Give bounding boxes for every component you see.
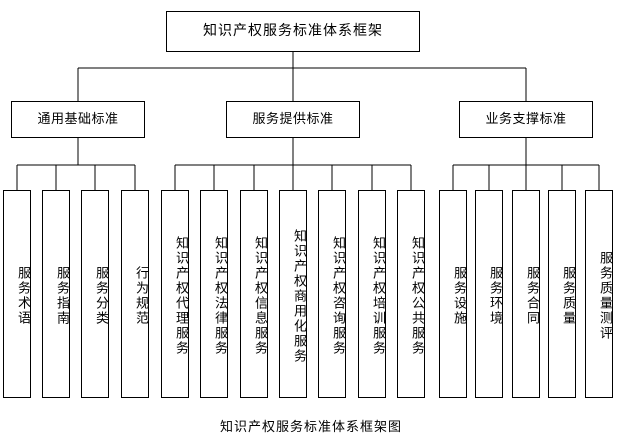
node-leaf-label: 知识产权公共服务 (409, 236, 424, 356)
node-leaf-ip-training-service[interactable]: 知识产权培训服务 (358, 190, 386, 398)
node-leaf-label: 服务分类 (93, 266, 108, 326)
node-branch-label: 业务支撑标准 (485, 111, 567, 127)
node-leaf-ip-information-service[interactable]: 知识产权信息服务 (240, 190, 268, 398)
node-leaf-label: 行为规范 (133, 266, 148, 326)
node-leaf-label: 知识产权培训服务 (370, 236, 385, 356)
node-leaf-ip-public-service[interactable]: 知识产权公共服务 (397, 190, 425, 398)
node-leaf-label: 服务环境 (487, 266, 502, 326)
node-leaf-service-classification[interactable]: 服务分类 (81, 190, 109, 398)
node-leaf-service-contract[interactable]: 服务合同 (512, 190, 540, 398)
node-leaf-label: 服务质量测评 (597, 251, 612, 341)
node-leaf-label: 知识产权咨询服务 (330, 236, 345, 356)
node-leaf-label: 知识产权商用化服务 (291, 228, 306, 364)
node-leaf-service-facility[interactable]: 服务设施 (439, 190, 467, 398)
node-branch-business-support[interactable]: 业务支撑标准 (459, 101, 593, 138)
node-leaf-label: 服务合同 (524, 266, 539, 326)
node-leaf-code-of-conduct[interactable]: 行为规范 (121, 190, 149, 398)
node-root-label: 知识产权服务标准体系框架 (203, 23, 383, 40)
node-leaf-ip-consulting-service[interactable]: 知识产权咨询服务 (318, 190, 346, 398)
node-leaf-label: 服务指南 (54, 266, 69, 326)
node-leaf-label: 服务设施 (451, 266, 466, 326)
node-leaf-ip-legal-service[interactable]: 知识产权法律服务 (200, 190, 228, 398)
node-leaf-ip-agency-service[interactable]: 知识产权代理服务 (161, 190, 189, 398)
node-root[interactable]: 知识产权服务标准体系框架 (166, 11, 420, 52)
figure-caption: 知识产权服务标准体系框架图 (219, 420, 402, 435)
node-branch-service-provision[interactable]: 服务提供标准 (226, 101, 360, 138)
node-leaf-label: 知识产权代理服务 (173, 236, 188, 356)
node-leaf-service-environment[interactable]: 服务环境 (475, 190, 503, 398)
node-leaf-ip-commercialization-service[interactable]: 知识产权商用化服务 (279, 190, 307, 398)
node-leaf-service-quality[interactable]: 服务质量 (548, 190, 576, 398)
node-branch-general-basic[interactable]: 通用基础标准 (11, 101, 145, 138)
node-leaf-label: 知识产权法律服务 (212, 236, 227, 356)
node-leaf-label: 服务质量 (560, 266, 575, 326)
node-leaf-service-quality-assessment[interactable]: 服务质量测评 (585, 190, 613, 398)
node-leaf-service-guide[interactable]: 服务指南 (42, 190, 70, 398)
node-leaf-label: 服务术语 (15, 266, 30, 326)
node-branch-label: 通用基础标准 (37, 111, 119, 127)
node-leaf-service-terminology[interactable]: 服务术语 (3, 190, 31, 398)
node-leaf-label: 知识产权信息服务 (252, 236, 267, 356)
node-branch-label: 服务提供标准 (252, 111, 334, 127)
